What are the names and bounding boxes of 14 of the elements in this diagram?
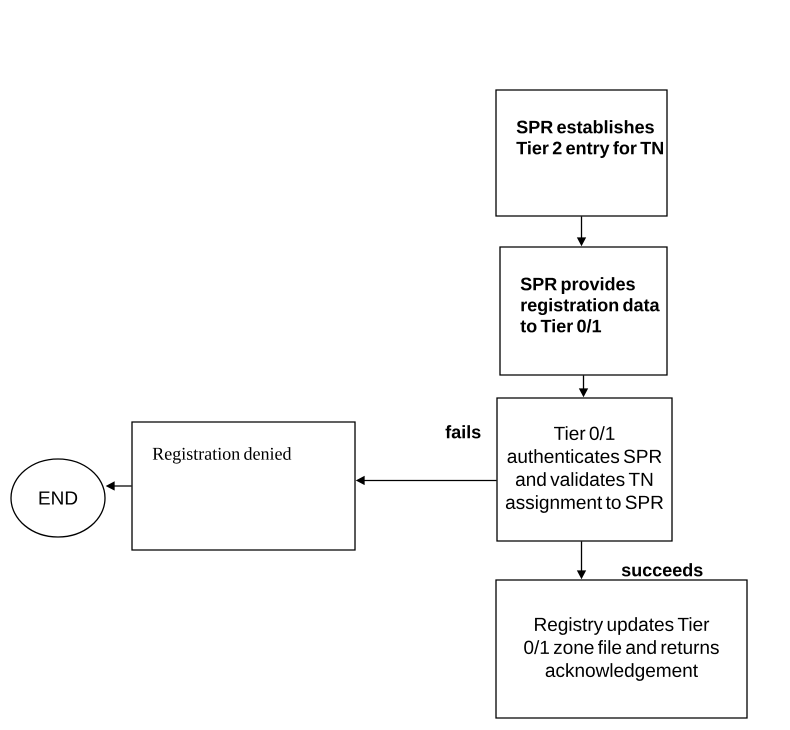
node-label: SPR establishes Tier 2 entry for TN xyxy=(516,120,664,158)
edge-label: succeeds xyxy=(620,562,704,578)
node-label: Registry updates Tier 0/1 zone file and returns acknowledgement xyxy=(524,617,719,681)
node-label: Registration denied xyxy=(152,447,292,464)
edge-label: fails xyxy=(444,424,482,440)
node-label: SPR provides registration data to Tier 0/1 xyxy=(520,277,660,333)
node-label: END xyxy=(40,491,78,505)
process-box xyxy=(495,89,668,217)
end-ellipse xyxy=(10,458,106,538)
process-box xyxy=(499,246,668,376)
process-box xyxy=(131,421,356,551)
node-label: Tier 0/1 authenticates SPR and validates TN assignment to SPR xyxy=(506,426,663,513)
process-box xyxy=(495,579,748,719)
process-box xyxy=(496,397,673,542)
